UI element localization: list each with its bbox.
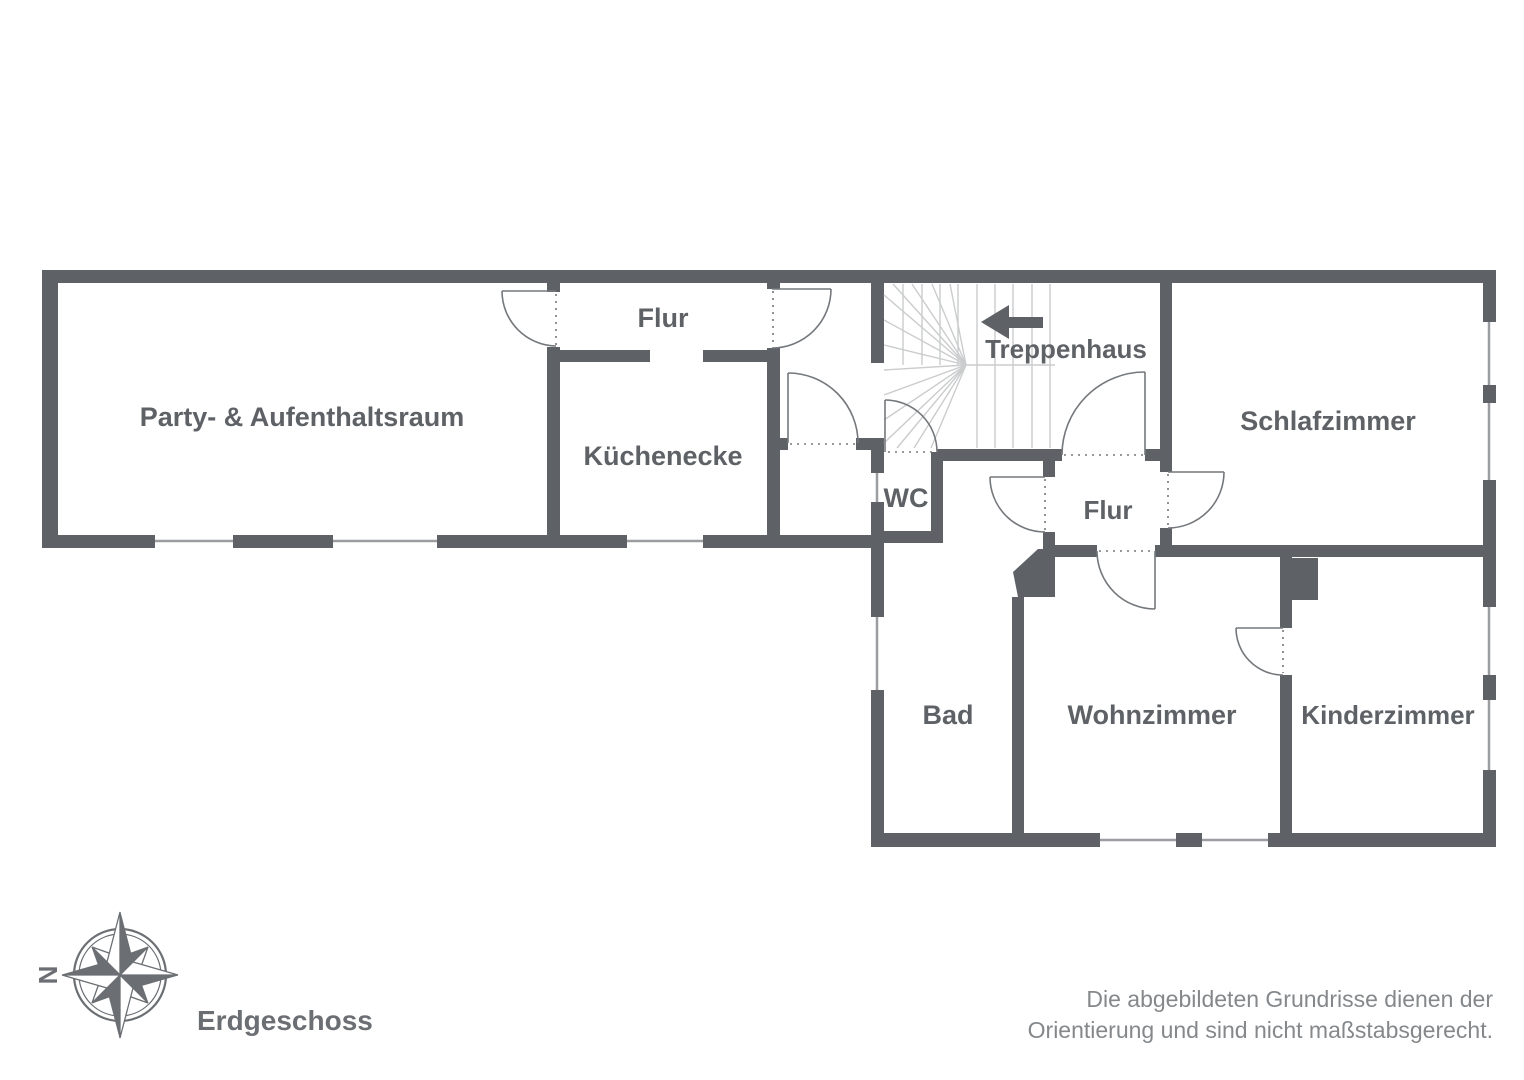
compass-rose-icon: N <box>33 911 179 1039</box>
door-flur-corridor <box>771 288 832 349</box>
disclaimer-line-1: Die abgebildeten Grundrisse dienen der <box>1086 986 1493 1012</box>
floor-title: Erdgeschoss <box>197 1005 373 1036</box>
door-flur-bad <box>989 476 1046 533</box>
door-corridor-vestibule <box>787 372 859 445</box>
windows <box>155 322 1491 842</box>
door-wc <box>884 399 938 453</box>
room-label-treppenhaus: Treppenhaus <box>985 334 1147 364</box>
disclaimer: Die abgebildeten Grundrisse dienen der O… <box>1028 986 1494 1043</box>
room-label-bad: Bad <box>922 700 973 730</box>
room-label-kinderzimmer: Kinderzimmer <box>1301 700 1474 730</box>
room-label-flur-mitte: Flur <box>1083 495 1132 525</box>
room-label-schlafzimmer: Schlafzimmer <box>1240 406 1416 436</box>
compass-north-label: N <box>33 966 63 985</box>
door-wohnzimmer-kinderzimmer <box>1235 627 1284 676</box>
disclaimer-line-2: Orientierung und sind nicht maßstabsgere… <box>1028 1017 1493 1043</box>
walls <box>42 270 1496 847</box>
room-labels: Party- & Aufenthaltsraum Flur Küchenecke… <box>140 303 1475 730</box>
door-party <box>501 290 557 347</box>
chimney-bad <box>1013 549 1055 597</box>
room-label-wc: WC <box>884 483 929 513</box>
door-treppenhaus-flur <box>1061 371 1146 456</box>
door-flur-wohnzimmer <box>1096 550 1156 610</box>
room-label-kuechenecke: Küchenecke <box>583 441 742 471</box>
wall-outer-top <box>42 270 1496 283</box>
room-label-wohnzimmer: Wohnzimmer <box>1067 700 1237 730</box>
room-label-party: Party- & Aufenthaltsraum <box>140 402 465 432</box>
room-label-flur-top: Flur <box>638 303 689 333</box>
stair-direction-arrow-icon <box>981 305 1043 339</box>
staircase <box>883 283 1055 449</box>
door-flur-schlafzimmer <box>1167 471 1225 529</box>
wall-outer-left <box>42 270 58 548</box>
doors <box>501 288 1284 676</box>
chimneys <box>1013 549 1318 600</box>
chimney-kinderzimmer <box>1280 558 1318 600</box>
